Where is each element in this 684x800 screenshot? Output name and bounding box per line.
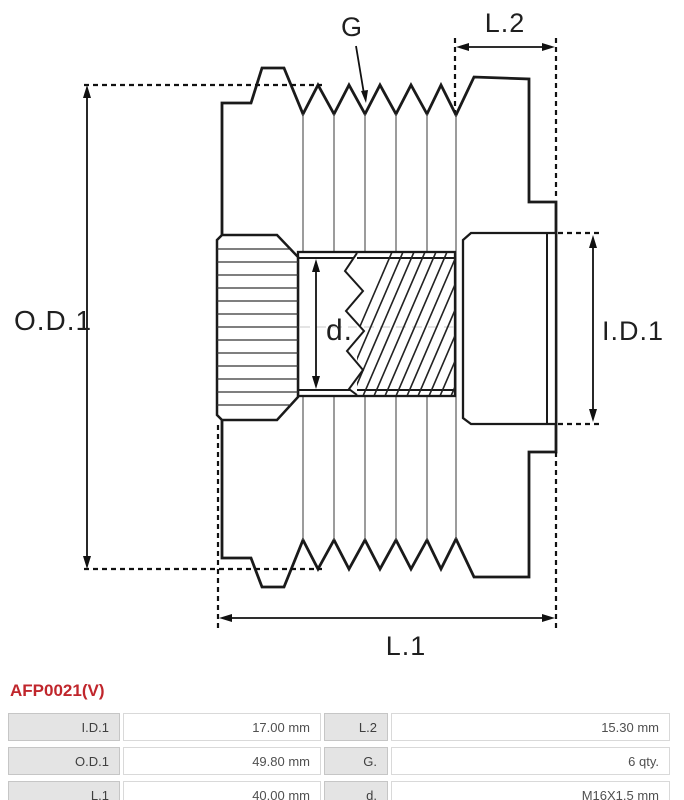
spec-value: 15.30 mm xyxy=(391,713,670,741)
spec-value: M16X1.5 mm xyxy=(391,781,670,800)
spec-label: L.2 xyxy=(324,713,388,741)
label-l1: L.1 xyxy=(386,631,427,661)
spec-label: G. xyxy=(324,747,388,775)
label-g: G xyxy=(341,12,363,42)
dimension-g xyxy=(355,45,368,103)
spec-value: 40.00 mm xyxy=(123,781,321,800)
dimension-d xyxy=(312,259,320,389)
table-row: I.D.1 17.00 mm L.2 15.30 mm xyxy=(8,713,670,741)
part-number[interactable]: AFP0021(V) xyxy=(10,681,105,700)
dimension-l1 xyxy=(219,614,555,622)
label-d: d. xyxy=(326,314,353,347)
spec-value: 17.00 mm xyxy=(123,713,321,741)
extension-lines xyxy=(84,38,602,630)
technical-drawing: O.D.1 I.D.1 L.2 L.1 d. xyxy=(14,8,664,661)
spec-value: 6 qty. xyxy=(391,747,670,775)
knurled-boss xyxy=(215,233,300,422)
thread-break-line xyxy=(343,252,366,396)
knurl-lines xyxy=(217,248,298,406)
dimension-l2 xyxy=(456,43,555,51)
label-l2: L.2 xyxy=(485,8,526,38)
label-od1: O.D.1 xyxy=(14,305,92,336)
dimension-id1 xyxy=(589,235,597,422)
spec-table: I.D.1 17.00 mm L.2 15.30 mm O.D.1 49.80 … xyxy=(5,707,673,800)
spec-label: L.1 xyxy=(8,781,120,800)
label-id1: I.D.1 xyxy=(602,316,664,346)
hub-boss xyxy=(461,231,558,426)
dimension-od1 xyxy=(83,85,91,569)
threaded-bore xyxy=(296,250,457,398)
table-row: O.D.1 49.80 mm G. 6 qty. xyxy=(8,747,670,775)
spec-label: O.D.1 xyxy=(8,747,120,775)
table-row: L.1 40.00 mm d. M16X1.5 mm xyxy=(8,781,670,800)
spec-label: I.D.1 xyxy=(8,713,120,741)
spec-label: d. xyxy=(324,781,388,800)
spec-value: 49.80 mm xyxy=(123,747,321,775)
